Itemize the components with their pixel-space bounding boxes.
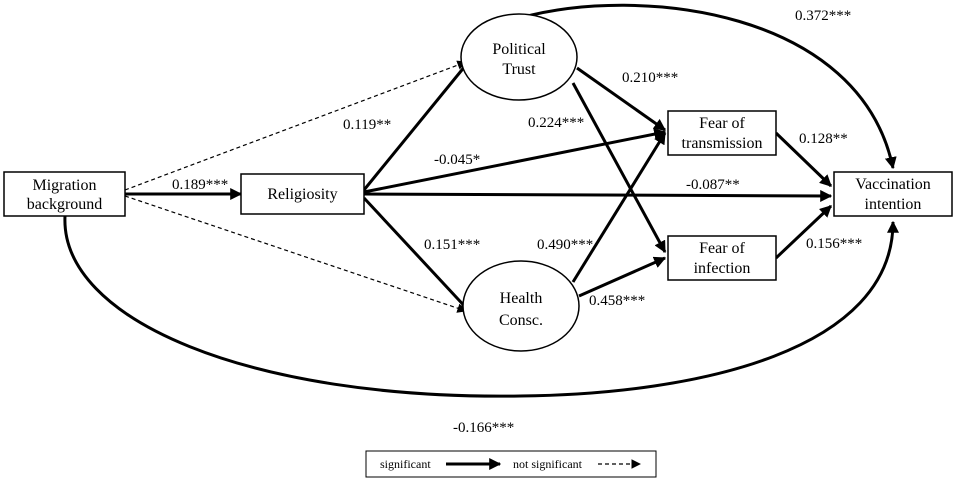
- node-fear-transmission-line2: transmission: [682, 135, 763, 152]
- node-fear-infection-line2: infection: [694, 260, 751, 277]
- path-religiosity-fear-transmission: [363, 128, 667, 194]
- path-fear-transmission-vaccination: [774, 131, 833, 188]
- node-health-consc-line1: Health: [500, 290, 543, 307]
- legend-not-significant-label: not significant: [513, 457, 583, 471]
- coef-religiosity-political-trust: 0.119**: [343, 117, 391, 133]
- coef-religiosity-health-consc: 0.151***: [424, 237, 480, 253]
- path-political-trust-fear-infection: [571, 82, 667, 254]
- node-political-trust-line2: Trust: [502, 61, 536, 78]
- path-religiosity-health-consc: [362, 196, 472, 314]
- node-religiosity: Religiosity: [240, 173, 365, 215]
- path-migration-vaccination: [63, 215, 899, 398]
- node-fear-of-infection: Fear of infection: [667, 235, 777, 281]
- path-political-trust-fear-transmission: [576, 66, 666, 132]
- node-health-consc: Health Consc.: [462, 260, 580, 352]
- node-health-consc-line2: Consc.: [499, 312, 543, 329]
- path-migration-health-consc: [124, 195, 467, 313]
- coef-health-consc-fear-transmission: 0.490***: [537, 237, 593, 253]
- coef-fear-transmission-vaccination: 0.128**: [799, 131, 848, 147]
- coef-migration-religiosity: 0.189***: [172, 177, 228, 193]
- path-religiosity-political-trust: [362, 59, 472, 191]
- legend-significant-label: significant: [380, 457, 431, 471]
- node-fear-infection-line1: Fear of: [699, 240, 745, 257]
- node-political-trust-line1: Political: [492, 41, 546, 58]
- node-religiosity-label: Religiosity: [267, 186, 337, 203]
- node-vaccination-line1: Vaccination: [855, 176, 931, 193]
- path-religiosity-vaccination: [363, 189, 833, 202]
- node-political-trust: Political Trust: [460, 13, 578, 101]
- coef-religiosity-vaccination: -0.087**: [686, 177, 740, 193]
- node-vaccination-intention: Vaccination intention: [833, 171, 953, 217]
- coef-religiosity-fear-transmission: -0.045*: [434, 152, 480, 168]
- node-fear-of-transmission: Fear of transmission: [667, 110, 777, 156]
- coef-migration-vaccination: -0.166***: [453, 420, 514, 436]
- path-health-consc-fear-infection: [578, 256, 667, 298]
- path-fear-infection-vaccination: [774, 204, 833, 260]
- path-migration-political-trust: [124, 60, 467, 191]
- node-migration-background: Migration background: [3, 171, 126, 217]
- node-vaccination-line2: intention: [865, 196, 922, 213]
- node-migration-line2: background: [27, 196, 103, 213]
- node-fear-transmission-line1: Fear of: [699, 115, 745, 132]
- coef-health-consc-fear-infection: 0.458***: [589, 293, 645, 309]
- coef-fear-infection-vaccination: 0.156***: [806, 236, 862, 252]
- coef-political-trust-vaccination: 0.372***: [795, 8, 851, 24]
- node-migration-line1: Migration: [33, 177, 97, 194]
- path-health-consc-fear-transmission: [571, 131, 667, 283]
- coef-political-trust-fear-infection: 0.224***: [528, 115, 584, 131]
- coef-political-trust-fear-transmission: 0.210***: [622, 70, 678, 86]
- legend: significant not significant: [365, 450, 657, 478]
- path-political-trust-vaccination: [519, 3, 897, 170]
